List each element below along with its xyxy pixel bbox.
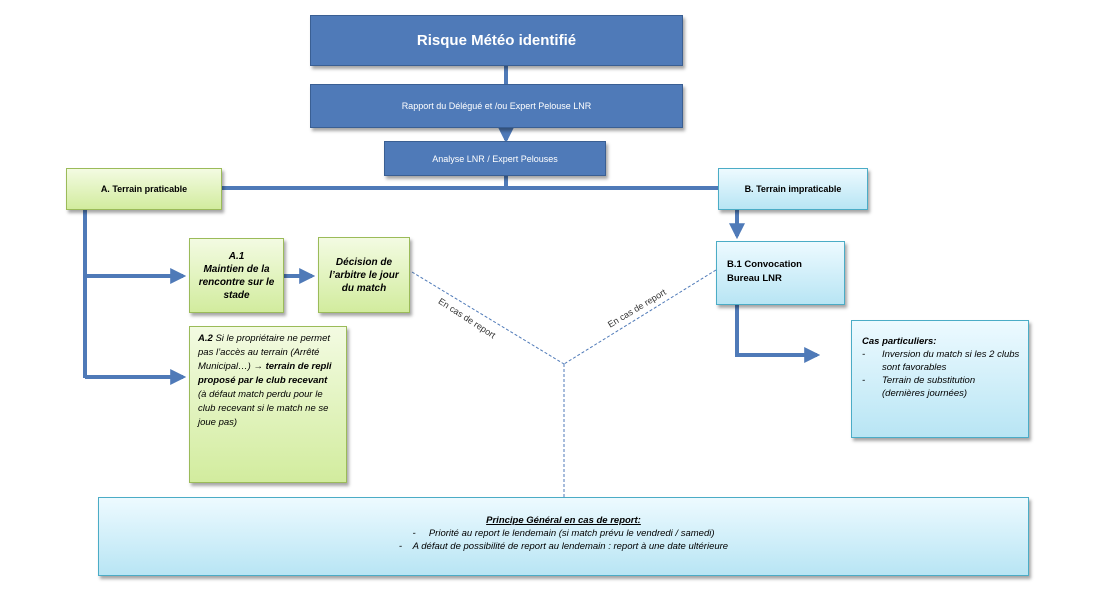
- b1-box: B.1 Convocation Bureau LNR: [716, 241, 845, 305]
- a2-bold: terrain de repli proposé par le club rec…: [198, 361, 332, 386]
- branch-b-text: B. Terrain impraticable: [744, 184, 842, 194]
- analyse-text: Analyse LNR / Expert Pelouses: [432, 153, 558, 164]
- a1-text: Maintien de la rencontre sur le stade: [198, 263, 275, 301]
- a2-box: A.2 Si le propriétaire ne permet pas l’a…: [189, 326, 347, 483]
- title-text: Risque Météo identifié: [416, 32, 577, 49]
- b1-text: B.1 Convocation Bureau LNR: [727, 259, 802, 284]
- rapport-box: Rapport du Délégué et /ou Expert Pelouse…: [310, 84, 683, 128]
- cas-item: Inversion du match si les 2 clubs sont f…: [862, 348, 1020, 374]
- a1-box: A.1 Maintien de la rencontre sur le stad…: [189, 238, 284, 313]
- principe-title: Principe Général en cas de report:: [486, 515, 641, 526]
- cas-list: Inversion du match si les 2 clubs sont f…: [862, 348, 1020, 400]
- branch-a-text: A. Terrain praticable: [100, 184, 188, 194]
- report-line-left: [411, 271, 565, 365]
- decision-text: Décision de l’arbitre le jour du match: [329, 256, 399, 294]
- analyse-box: Analyse LNR / Expert Pelouses: [384, 141, 606, 176]
- principe-item: - Priorité au report le lendemain (si ma…: [412, 528, 715, 539]
- cas-box: Cas particuliers: Inversion du match si …: [851, 320, 1029, 438]
- a2-arrow-icon: →: [253, 361, 263, 372]
- branch-a-box: A. Terrain praticable: [66, 168, 222, 210]
- report-line-right: [563, 269, 717, 365]
- a1-label: A.1: [228, 250, 245, 262]
- a2-intro: Si le propriétaire ne permet pas l’accès…: [198, 333, 331, 372]
- connector-b1-cas: [735, 305, 821, 363]
- cas-title: Cas particuliers:: [862, 336, 937, 347]
- a2-label: A.2: [198, 333, 213, 344]
- branch-b-box: B. Terrain impraticable: [718, 168, 868, 210]
- a2-tail: (à défaut match perdu pour le club recev…: [198, 389, 329, 428]
- principe-box: Principe Général en cas de report: - Pri…: [98, 497, 1029, 576]
- principe-item: - A défaut de possibilité de report au l…: [398, 541, 729, 552]
- title-box: Risque Météo identifié: [310, 15, 683, 66]
- cas-item: Terrain de substitution (dernières journ…: [862, 374, 1020, 400]
- decision-box: Décision de l’arbitre le jour du match: [318, 237, 410, 313]
- rapport-text: Rapport du Délégué et /ou Expert Pelouse…: [401, 101, 592, 111]
